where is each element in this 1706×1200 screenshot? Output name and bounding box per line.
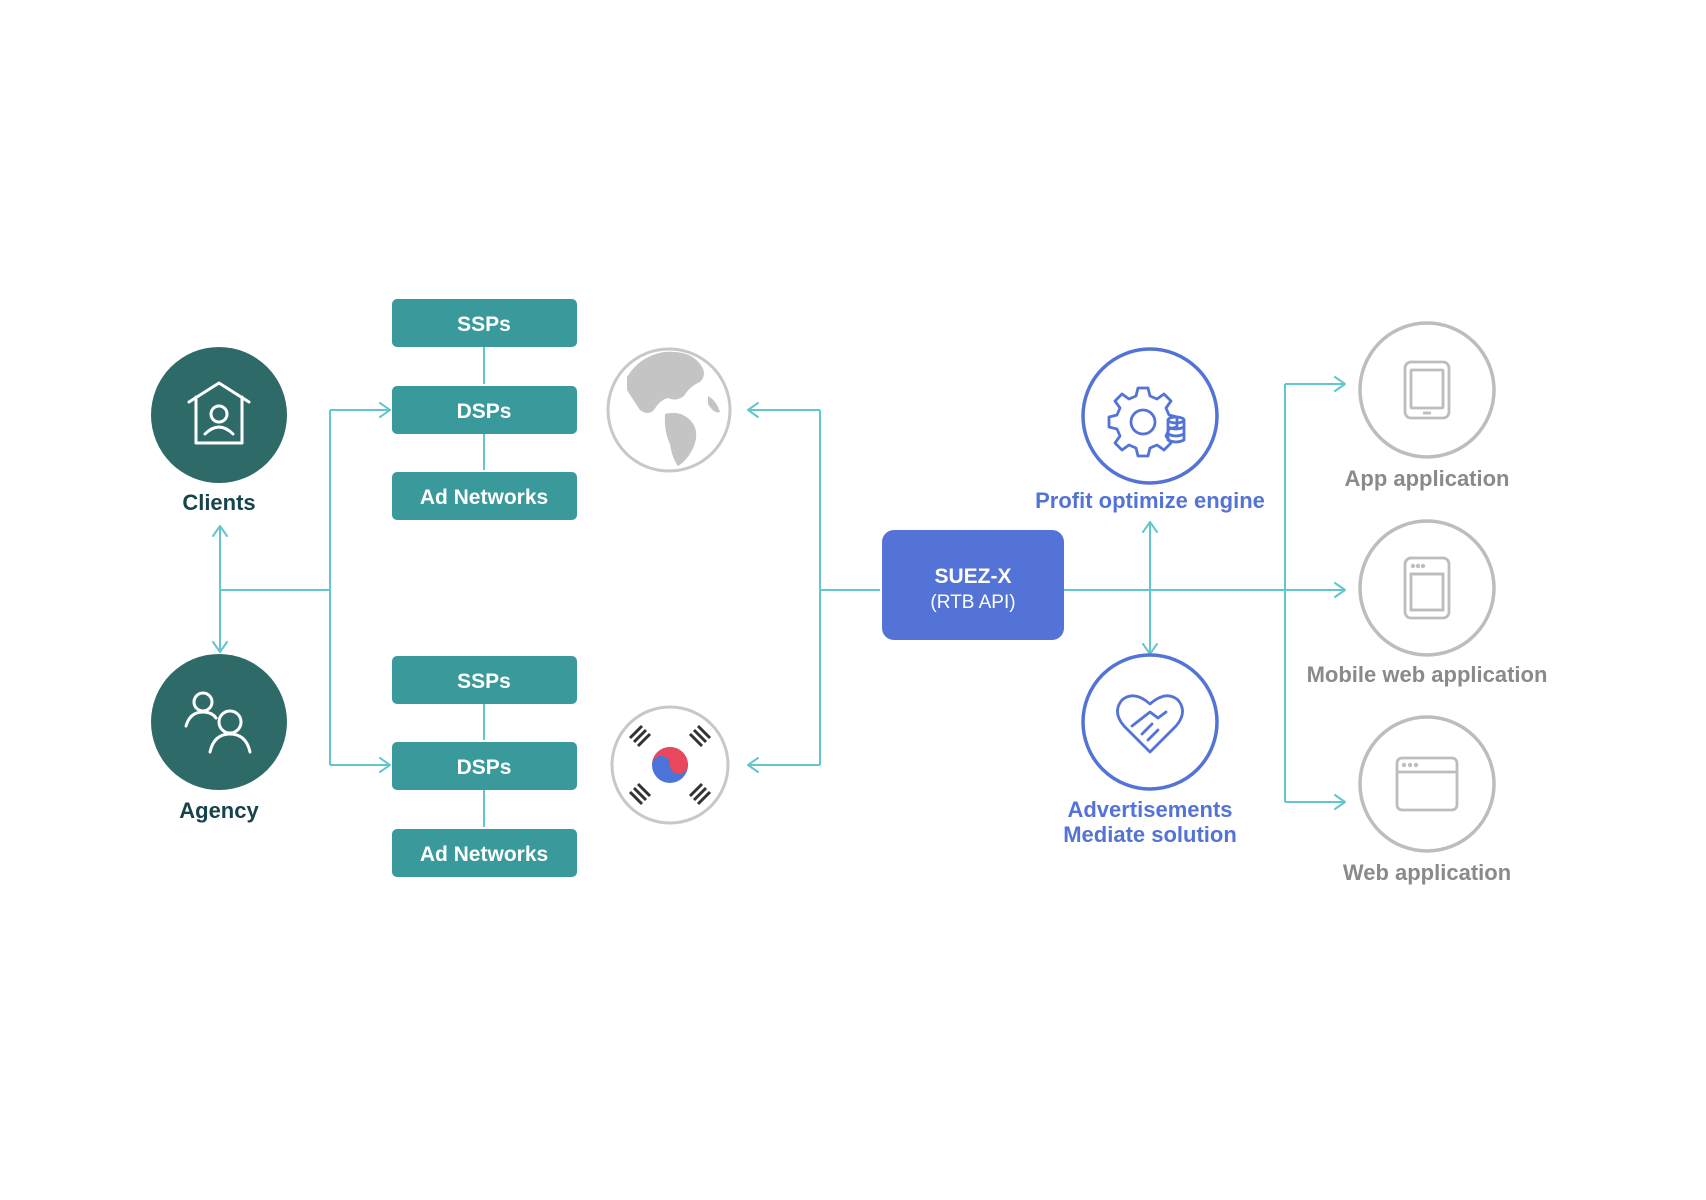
korea-dsps-box: DSPs [392,742,577,790]
agency-node: Agency [151,654,287,823]
profit-engine-label: Profit optimize engine [1035,488,1265,513]
globe-icon [606,347,732,473]
profit-engine-node: Profit optimize engine [1035,347,1265,513]
korea-flag-icon [610,705,730,825]
users-icon [184,691,252,754]
gear-coins-icon [1107,386,1186,458]
suez-title: SUEZ-X [934,565,1011,588]
mobile-browser-icon [1403,556,1451,620]
arrow-to-korea-flag [747,757,759,773]
browser-window-icon [1395,756,1459,812]
agency-label: Agency [179,798,259,823]
arrow-to-app [1334,376,1346,392]
profit-engine-circle [1081,347,1219,485]
clients-label: Clients [182,490,255,515]
global-adnetworks-label: Ad Networks [420,486,548,509]
suez-x-box: SUEZ-X (RTB API) [882,530,1064,640]
global-ssps-box: SSPs [392,299,577,347]
korea-ssps-label: SSPs [457,670,511,693]
korea-dsps-label: DSPs [457,756,512,779]
web-application-node: Web application [1343,715,1511,885]
clients-circle [151,347,287,483]
arrow-to-global-dsps [379,402,391,418]
mobile-web-label: Mobile web application [1307,662,1548,687]
korea-stack: SSPs DSPs Ad Networks [392,656,577,877]
heart-handshake-icon [1116,694,1184,754]
mediate-label-line1: Advertisements [1067,797,1232,822]
global-adnetworks-box: Ad Networks [392,472,577,520]
mediate-solution-node: Advertisements Mediate solution [1063,653,1237,847]
app-application-node: App application [1345,321,1510,491]
web-circle [1358,715,1496,853]
mediate-circle [1081,653,1219,791]
house-user-icon [187,381,251,445]
arrow-to-profit-engine [1142,521,1158,533]
arrow-to-web [1334,794,1346,810]
global-dsps-label: DSPs [457,400,512,423]
global-dsps-box: DSPs [392,386,577,434]
app-application-label: App application [1345,466,1510,491]
arrow-up-clients [212,525,228,537]
mobile-web-node: Mobile web application [1307,519,1548,687]
global-ssps-label: SSPs [457,313,511,336]
mobile-web-circle [1358,519,1496,657]
korea-ssps-box: SSPs [392,656,577,704]
clients-node: Clients [151,347,287,515]
korea-adnetworks-box: Ad Networks [392,829,577,877]
mediate-label-line2: Mediate solution [1063,822,1237,847]
global-stack: SSPs DSPs Ad Networks [392,299,577,520]
arrow-to-globe [747,402,759,418]
app-circle [1358,321,1496,459]
suez-subtitle: (RTB API) [930,592,1015,613]
arrow-down-agency [212,641,228,653]
web-application-label: Web application [1343,860,1511,885]
arrow-to-mobile-web [1334,582,1346,598]
korea-adnetworks-label: Ad Networks [420,843,548,866]
arrow-to-korea-dsps [379,757,391,773]
tablet-icon [1403,360,1451,420]
connectors [212,346,1346,827]
